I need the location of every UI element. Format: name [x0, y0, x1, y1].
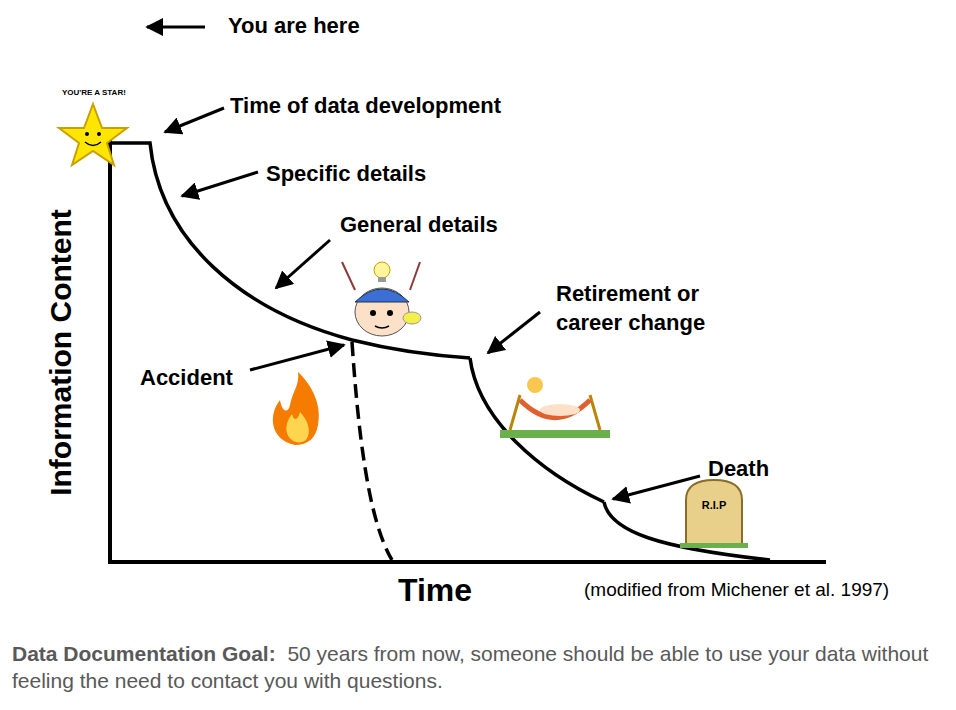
leader-arrow [182, 172, 258, 196]
callout-label: Time of data development [230, 92, 501, 121]
axis-title: Time [398, 570, 472, 612]
accident-curve [352, 342, 392, 560]
callout-label: Death [708, 455, 769, 484]
leader-arrow [276, 240, 330, 288]
leader-arrow [488, 312, 540, 353]
callout-label: Accident [140, 364, 233, 393]
leader-arrow [165, 108, 224, 132]
leader-arrow [147, 26, 205, 29]
decay-curve [110, 143, 470, 358]
hammock-icon [500, 377, 610, 438]
callout-label: Specific details [266, 160, 426, 189]
icon-text: R.I.P [696, 498, 732, 512]
pointer-label: You are here [228, 12, 360, 41]
tombstone-icon [680, 480, 748, 548]
leader-arrow [250, 345, 344, 370]
caption-heading: Data Documentation Goal: [12, 642, 276, 665]
source-note: (modified from Michener et al. 1997) [584, 578, 889, 603]
callout-label: General details [340, 211, 498, 240]
y-axis [108, 140, 112, 564]
icon-text: YOU'RE A STAR! [62, 88, 124, 98]
thinking-head-icon [342, 262, 421, 336]
x-axis [108, 560, 826, 564]
star-icon [59, 104, 127, 165]
axis-title: Information Content [41, 209, 80, 496]
callout-label: Retirement or career change [556, 280, 741, 337]
fire-icon [273, 372, 319, 445]
caption-block: Data Documentation Goal: 50 years from n… [12, 640, 944, 695]
